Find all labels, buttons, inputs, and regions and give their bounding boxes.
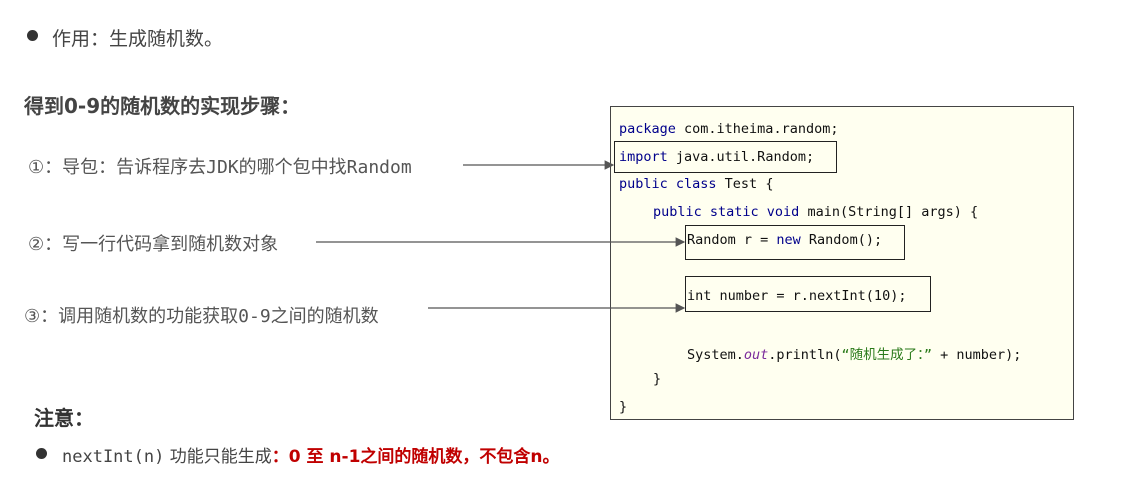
code-line-random: Random r = new Random(); [687,232,882,248]
code-kw: package [619,121,676,137]
note-line: nextInt(n) 功能只能生成：0 至 n-1之间的随机数，不包含n。 [62,442,560,467]
step-2: ②：写一行代码拿到随机数对象 [28,230,278,256]
step-2-text-a: 写一行代码拿到随机数对象 [62,234,279,255]
code-panel [610,106,1074,420]
code-text: com.itheima.random; [675,121,839,137]
code-text: } [653,371,662,387]
code-string: “随机生成了：” [841,347,932,363]
code-text: Random(); [800,232,883,248]
step-3-text-b: 之间的随机数 [270,306,379,327]
purpose-text: 作用：生成随机数。 [52,28,224,50]
code-text: Random r = [687,232,777,248]
code-text: main(String[] args) { [799,204,979,220]
note-title: 注意： [34,406,94,430]
code-line-package: package com.itheima.random; [619,121,838,137]
step-3-num: ③： [24,306,59,327]
step-1-text-a: 导包：告诉程序去 [62,157,207,178]
note-method: nextInt(n) [62,447,165,467]
step-2-num: ②： [28,234,63,255]
code-text: int number = r.nextInt(10); [687,288,907,304]
random-highlight-box [685,225,905,260]
code-field: out [743,347,769,363]
code-kw: import [619,149,668,165]
note-text: 功能只能生成 [164,447,272,467]
code-text: System. [687,347,744,363]
code-text: java.util.Random; [667,149,815,165]
code-line-println: System.out.println(“随机生成了：” + number); [687,343,1021,363]
code-line-import: import java.util.Random; [619,149,814,165]
step-1-text-b: 的哪个包中找 [238,157,347,178]
code-text: Test { [716,176,774,192]
bullet-icon [27,30,38,41]
code-line-main: public static void main(String[] args) { [653,204,978,220]
code-text: } [619,399,628,415]
code-kw: public class [619,176,717,192]
steps-heading: 得到0-9的随机数的实现步骤： [24,94,301,118]
step-1-num: ①： [28,157,63,178]
step-1-mono-b: Random [346,157,412,178]
step-3: ③：调用随机数的功能获取0-9之间的随机数 [24,302,379,328]
step-3-text-a: 调用随机数的功能获取 [58,306,239,327]
code-kw: public static void [653,204,800,220]
code-text: .println( [768,347,842,363]
code-text: + number); [931,347,1022,363]
bullet-icon [36,448,47,459]
code-line-nextint: int number = r.nextInt(10); [687,288,906,304]
code-line-close-main: } [653,371,661,387]
step-1-mono-a: JDK [206,157,239,178]
import-highlight-box [614,141,837,173]
step-3-mono-a: 0-9 [238,306,271,327]
code-line-class: public class Test { [619,176,773,192]
code-kw: new [776,232,801,248]
note-emphasis: ：0 至 n-1之间的随机数，不包含n。 [271,447,560,467]
code-line-close-class: } [619,399,627,415]
step-1: ①：导包：告诉程序去JDK的哪个包中找Random [28,153,412,179]
nextint-highlight-box [685,276,931,312]
